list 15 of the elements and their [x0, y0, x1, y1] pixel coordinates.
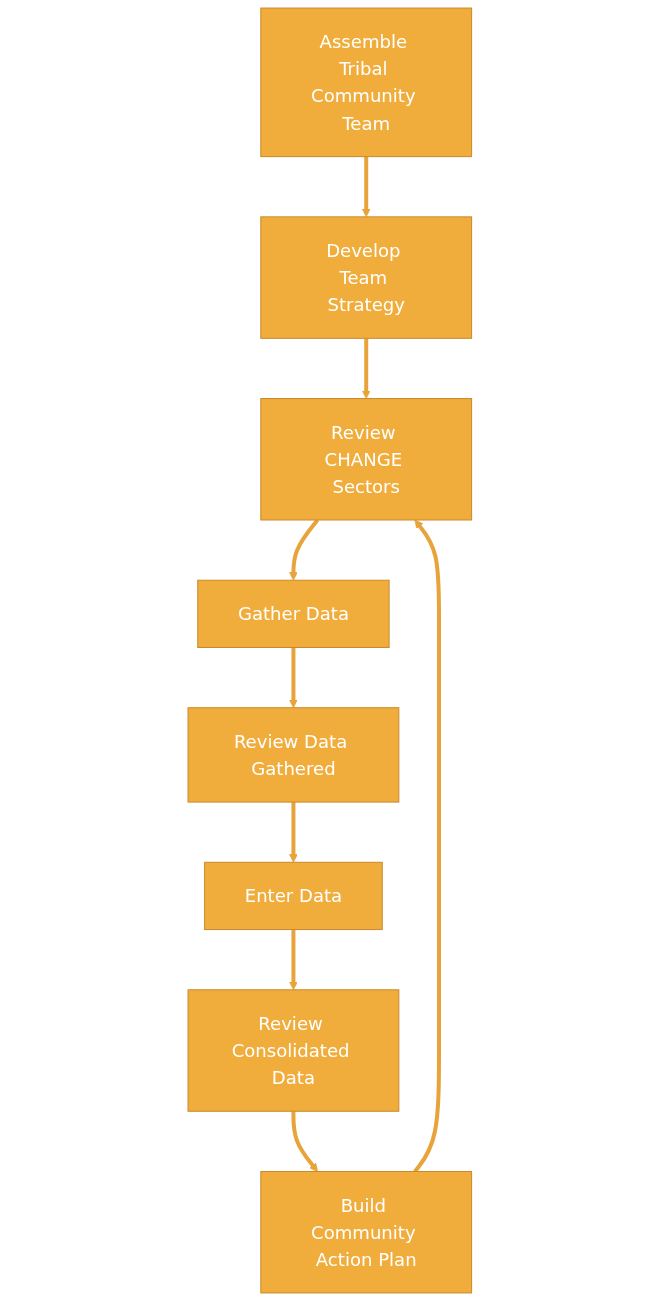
- arrow: [361, 156, 371, 218]
- node-box: Review CHANGE Sectors: [260, 398, 473, 521]
- arrow: [289, 647, 298, 709]
- arrow: [413, 519, 442, 1173]
- node-box: Review Consolidated Data: [187, 989, 400, 1112]
- arrow: [289, 802, 298, 863]
- node-box: Assemble Tribal Community Team: [260, 7, 473, 158]
- node-box: Develop Team Strategy: [260, 216, 473, 339]
- arrow: [289, 929, 298, 991]
- node-box: Review Data Gathered: [187, 707, 400, 803]
- node-box: Enter Data: [204, 861, 383, 931]
- arrow: [361, 338, 371, 399]
- node-box: Build Community Action Plan: [260, 1171, 473, 1294]
- node-box: Gather Data: [197, 579, 390, 648]
- arrow: [291, 1111, 319, 1172]
